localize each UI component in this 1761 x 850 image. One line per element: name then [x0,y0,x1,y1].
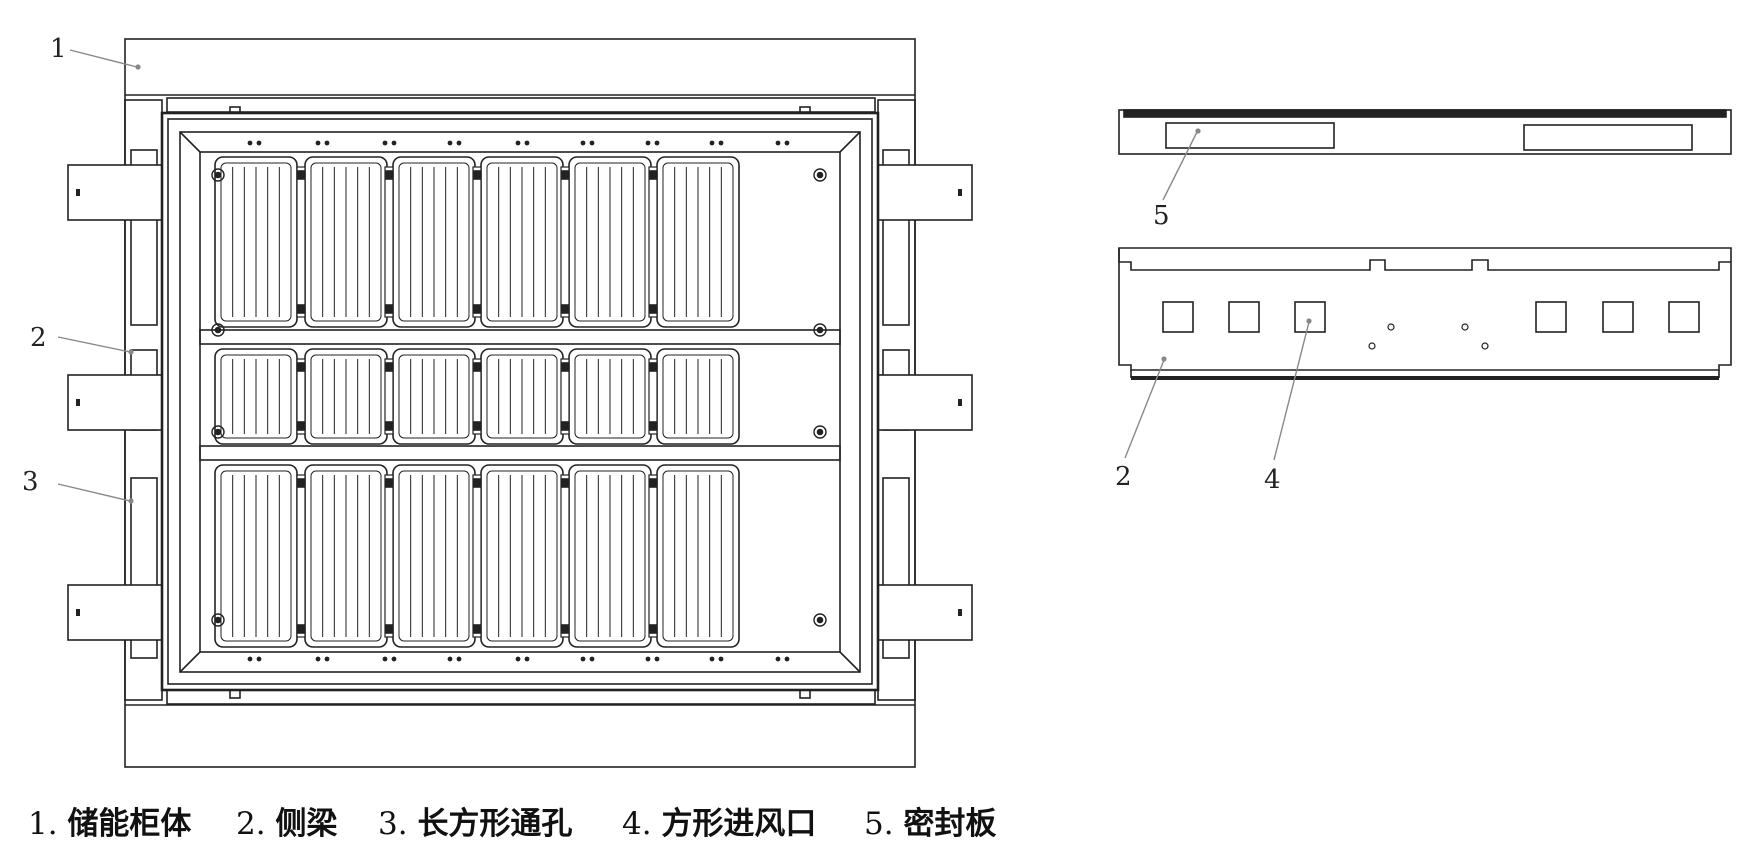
figure-legend: 1. 储能柜体 2. 侧梁 3. 长方形通孔 4. 方形进风口 5. 密封板 [28,798,1128,842]
cabinet-top-view [67,38,973,768]
callout-2: 2 [30,323,47,353]
callout-5: 5 [1153,201,1170,231]
side-beam-view [1118,247,1732,380]
callout-2-beam: 2 [1115,462,1132,492]
legend-item-3: 3. 长方形通孔 [378,806,573,842]
callout-4: 4 [1264,465,1281,495]
callout-3: 3 [22,467,39,497]
callout-1: 1 [50,34,67,64]
legend-item-2: 2. 侧梁 [236,806,338,842]
main-callouts: 1 2 3 [22,34,141,504]
legend-item-1: 1. 储能柜体 [28,806,192,842]
legend-item-4: 4. 方形进风口 [622,806,817,842]
sealing-plate-view [1118,109,1732,155]
square-air-inlets [1162,301,1700,333]
legend-item-5: 5. 密封板 [864,806,997,842]
battery-modules [211,156,827,648]
sealing-plate-left [1165,122,1335,149]
sealing-plate-right [1523,124,1693,151]
